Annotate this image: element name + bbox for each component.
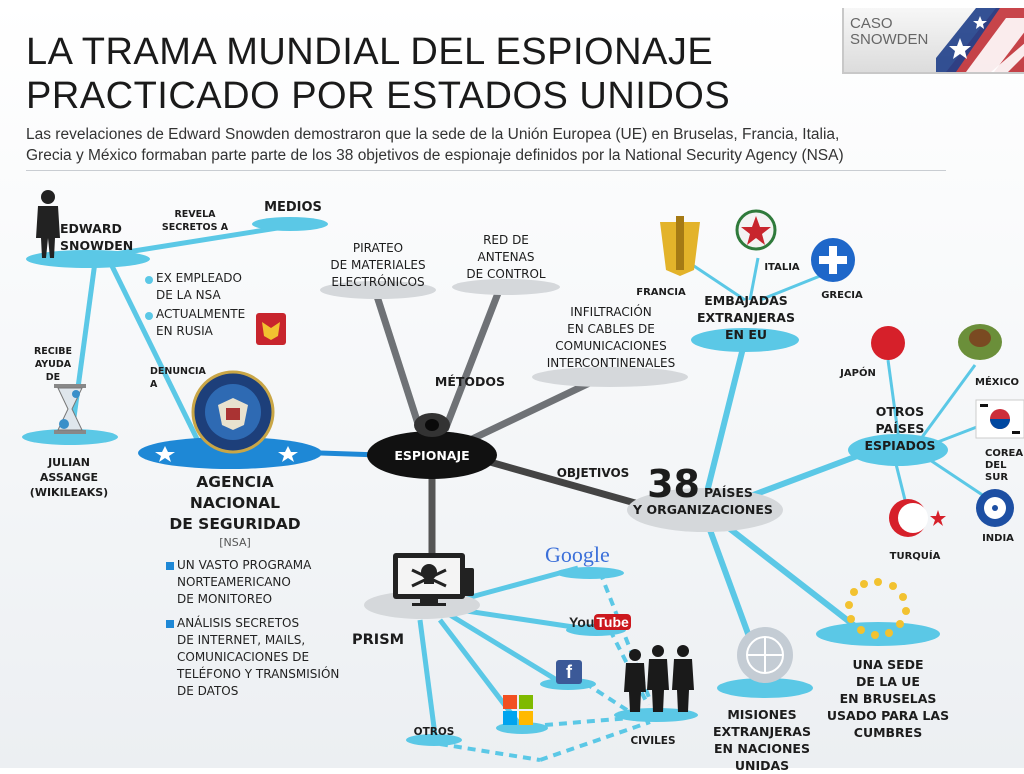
others-label: OTROS PAÍSES ESPIADOS [864,404,936,453]
country-france: FRANCIA [636,287,686,298]
france-coat-icon [660,216,700,276]
snowden-silhouette-icon [36,190,60,258]
snowden-bullet-2: ACTUALMENTE EN RUSIA [156,307,246,338]
italy-emblem-icon [735,209,777,251]
un-emblem-icon [737,627,793,683]
title-line-1: LA TRAMA MUNDIAL DEL ESPIONAJE [26,31,714,73]
japan-flag-icon [871,326,905,360]
page-subtitle: Las revelaciones de Edward Snowden demos… [26,124,1016,166]
snowden-name: EDWARD SNOWDEN [60,221,134,253]
denounces-label: DENUNCIA A [150,366,206,390]
country-japan: JAPÓN [840,368,876,379]
nsa-bullet-1: UN VASTO PROGRAMA NORTEAMERICANO DE MONI… [177,558,312,606]
youtube-tube: Tube [594,614,631,630]
method-cables: INFILTRACIÓN EN CABLES DE COMUNICACIONES… [546,305,676,370]
case-badge: CASO SNOWDEN [842,8,1024,74]
russia-coat-of-arms-icon [256,313,286,345]
youtube-you: You [569,614,595,630]
country-turkey: TURQUÍA [889,551,941,562]
targets-count: 38 [647,462,700,506]
greece-emblem-icon [811,238,855,282]
nsa-seal-icon [191,370,275,454]
eu-label: UNA SEDE DE LA UE EN BRUSELAS USADO PARA… [826,657,950,740]
civilians-silhouette-icon [624,645,694,712]
targets-count-suffix: PAÍSES [704,485,753,500]
nsa-abbr: [NSA] [219,536,251,549]
page-title: LA TRAMA MUNDIAL DEL ESPIONAJE PRACTICAD… [26,30,826,118]
us-flag-icon [936,8,1024,72]
methods-label: MÉTODOS [434,374,506,389]
south-korea-flag-icon [975,399,1024,439]
badge-line-1: CASO [850,15,893,32]
embassies-label: EMBAJADAS EXTRANJERAS EN EU [697,293,795,342]
nsa-stars-icon [155,446,298,462]
country-greece: GRECIA [821,290,863,301]
facebook-logo-icon [556,660,582,684]
eu-stars-icon [845,578,910,639]
mexico-emblem-icon [958,324,1002,360]
subtitle-line-1: Las revelaciones de Edward Snowden demos… [26,126,840,143]
reveals-label: REVELA SECRETOS A [161,209,229,233]
country-south-korea: COREA DEL SUR [985,448,1024,483]
wikileaks-hourglass-icon [54,384,86,434]
aid-label: RECIBE AYUDA DE [33,346,73,383]
badge-text: CASO SNOWDEN [850,16,928,48]
un-label: MISIONES EXTRANJERAS EN NACIONES UNIDAS [713,707,811,773]
espionaje-label: ESPIONAJE [394,448,470,463]
india-chakra-icon [976,489,1014,527]
subtitle-line-2: Grecia y México formaban parte parte de … [26,147,844,164]
method-antenas: RED DE ANTENAS DE CONTROL [466,233,546,281]
snowden-bullet-1: EX EMPLEADO DE LA NSA [156,271,242,302]
header-divider [26,170,946,171]
badge-line-2: SNOWDEN [850,31,929,48]
monitor-skull-icon [393,553,474,606]
nsa-bullet-square-2 [166,620,174,628]
method-pirateo: PIRATEO DE MATERIALES ELECTRÓNICOS [330,241,426,289]
country-italy: ITALIA [764,262,800,273]
title-line-2: PRACTICADO POR ESTADOS UNIDOS [26,75,731,117]
assange-label: JULIAN ASSANGE (WIKILEAKS) [29,456,109,499]
nsa-name: AGENCIA NACIONAL DE SEGURIDAD [169,473,301,533]
bullet-dot-1 [142,272,156,286]
google-logo: Google [545,542,610,567]
facebook-logo-letter: f [566,662,572,682]
prism-others-label: OTROS [413,726,455,738]
country-mexico: MÉXICO [975,377,1020,388]
targets-count-line2: Y ORGANIZACIONES [633,502,773,517]
nsa-bullet-square-1 [166,562,174,570]
civilians-label: CIVILES [630,735,676,747]
objectives-label: OBJETIVOS [556,466,630,480]
country-india: INDIA [982,533,1014,544]
microsoft-logo-icon [503,695,533,725]
bullet-dot-2 [142,308,156,322]
prism-label: PRISM [352,632,405,648]
nsa-bullet-2: ANÁLISIS SECRETOS DE INTERNET, MAILS, CO… [177,616,340,698]
turkey-flag-icon [889,499,946,537]
media-label: MEDIOS [264,200,322,215]
